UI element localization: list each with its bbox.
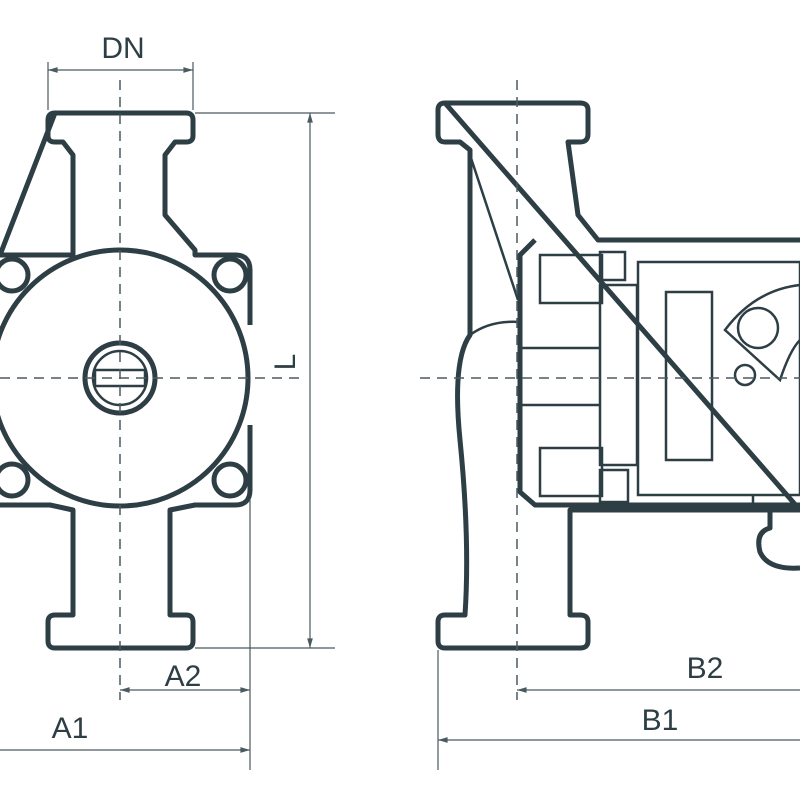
bolt-hole-icon [0,256,31,294]
motor-fin [538,253,604,305]
bolt-hole-icon [0,461,31,499]
bolt-hole-icon [211,256,249,294]
clip [598,250,627,282]
motor-fin [538,446,604,498]
cable-gland [756,512,800,571]
speed-switch [723,283,800,383]
switch-knob-icon [736,306,780,350]
front-body-outline [0,110,253,651]
a2-label: A2 [165,660,202,693]
a1-label: A1 [52,712,89,745]
clip [598,468,630,504]
l-label: L [269,354,302,371]
stator-ring [598,283,639,467]
b2-label: B2 [687,652,724,685]
dimensions: DN L A2 A1 B2 B1 [0,32,800,770]
b1-label: B1 [642,704,679,737]
volute-diagonal [468,154,520,301]
dn-label: DN [101,32,144,65]
bolt-hole-icon [211,461,249,499]
indicator-icon [733,363,757,387]
side-body-outline [435,100,800,651]
volute-line [469,320,521,337]
front-view [0,80,300,700]
side-view [420,80,800,700]
motor-housing [517,238,800,508]
terminal-box [636,260,800,497]
nameplate [664,290,714,462]
